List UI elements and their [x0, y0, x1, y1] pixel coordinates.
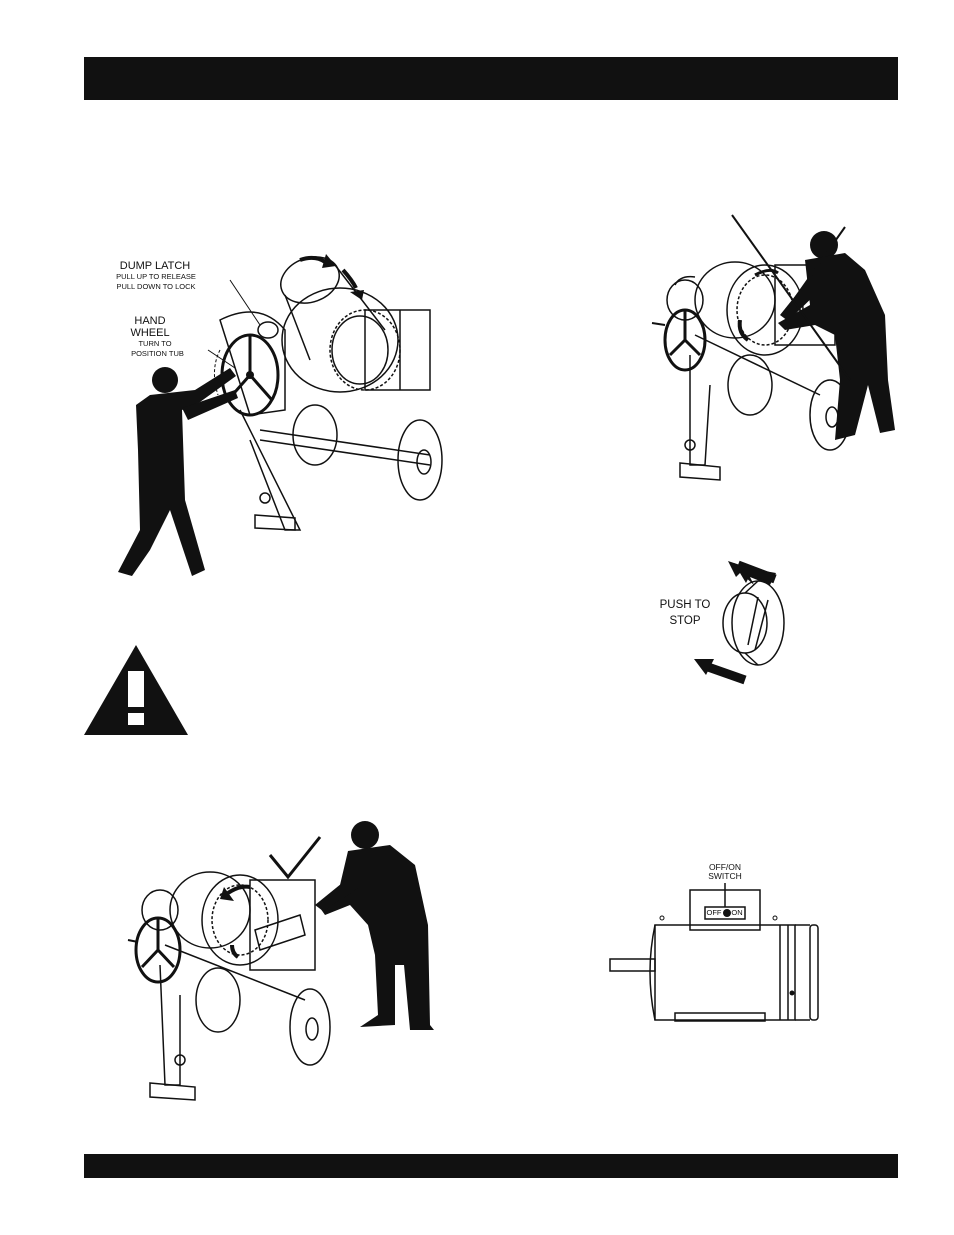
dump-latch-title: DUMP LATCH	[100, 261, 210, 273]
dump-latch-line1: PULL UP TO RELEASE	[96, 273, 216, 281]
figure-hand-wheel: DUMP LATCH PULL UP TO RELEASE PULL DOWN …	[100, 240, 460, 600]
warning-triangle-icon	[84, 645, 188, 737]
hand-wheel-line1: TURN TO	[120, 340, 190, 348]
push-to-stop-line2: STOP	[650, 615, 720, 627]
motor-switch-on: ON	[731, 909, 743, 917]
motor-switch-title2: SWITCH	[700, 872, 750, 881]
figure-mixer-operator-correct	[120, 815, 440, 1115]
hand-wheel-title2: WHEEL	[120, 328, 180, 340]
dump-latch-line2: PULL DOWN TO LOCK	[96, 283, 216, 291]
figure-motor-switch: OFF/ON SWITCH OFF ON	[610, 855, 820, 1030]
hand-wheel-title1: HAND	[120, 316, 180, 328]
push-to-stop-line1: PUSH TO	[650, 599, 720, 611]
footer-bar	[84, 1154, 898, 1178]
figure-push-to-stop: PUSH TO STOP	[650, 555, 800, 690]
figure-mixer-operator-prohibited	[640, 205, 900, 495]
hand-wheel-line2: POSITION TUB	[115, 350, 200, 358]
motor-switch-off: OFF	[706, 909, 722, 917]
header-bar	[84, 57, 898, 100]
